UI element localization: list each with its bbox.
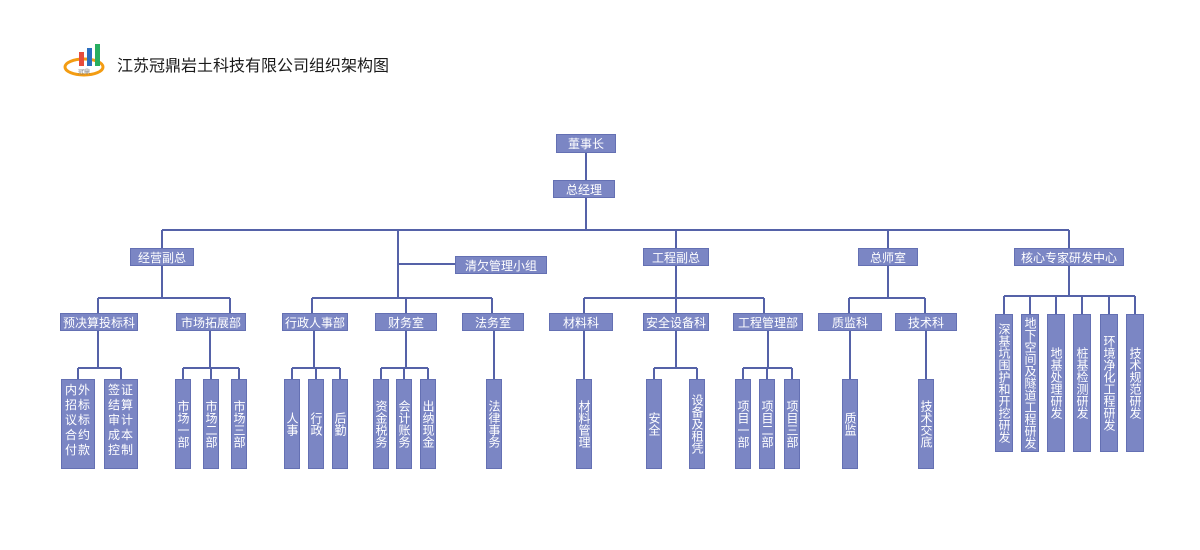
box-engineering-vp: 工程副总 (643, 248, 709, 266)
unit-line: 内外 (64, 383, 91, 397)
box-unit-legal-affairs: 法律事务 (486, 379, 502, 469)
box-materials-dept: 材料科 (549, 313, 613, 331)
company-logo-icon: 冠鼎 (63, 44, 105, 77)
box-market-dev-dept: 市场拓展部 (176, 313, 246, 331)
logo-text: 冠鼎 (78, 69, 90, 76)
box-chief-engineer-office: 总师室 (858, 248, 918, 266)
unit-label: 人事 (285, 412, 299, 436)
unit-line: 付款 (64, 443, 91, 457)
box-unit-market-3: 市场三部 (231, 379, 247, 469)
box-unit-accounting: 会计账务 (396, 379, 412, 469)
box-expert-rd-center: 核心专家研发中心 (1014, 248, 1124, 266)
box-quality-dept: 质监科 (818, 313, 882, 331)
unit-label: 桩基检测研发 (1075, 347, 1089, 419)
box-unit-bidding-contracts: 内外 招标 议标 合约 付款 (61, 379, 95, 469)
unit-label: 项目三部 (785, 400, 799, 448)
unit-label: 资金税务 (374, 400, 388, 448)
unit-label: 地基处理研发 (1049, 347, 1063, 419)
box-unit-settlement-cost: 签证 结算 审计 成本 控制 (104, 379, 138, 469)
box-unit-market-2: 市场二部 (203, 379, 219, 469)
unit-label: 出纳现金 (421, 400, 435, 448)
box-engineering-mgmt-dept: 工程管理部 (733, 313, 803, 331)
unit-label: 深基坑围护和开挖研发 (997, 323, 1011, 443)
unit-line: 控制 (107, 443, 134, 457)
box-unit-cashier: 出纳现金 (420, 379, 436, 469)
unit-label: 后勤 (333, 412, 347, 436)
unit-line: 审计 (107, 413, 134, 427)
unit-label: 市场一部 (176, 400, 190, 448)
box-business-vp: 经营副总 (130, 248, 194, 266)
unit-label: 项目一部 (736, 400, 750, 448)
box-rd-pile-testing: 桩基检测研发 (1073, 314, 1091, 452)
unit-label: 安全 (647, 412, 661, 436)
box-finance-office: 财务室 (375, 313, 437, 331)
unit-label: 项目二部 (760, 400, 774, 448)
unit-label: 环境净化工程研发 (1102, 335, 1116, 431)
box-unit-market-1: 市场一部 (175, 379, 191, 469)
unit-label: 市场三部 (232, 400, 246, 448)
box-unit-material-mgmt: 材料管理 (576, 379, 592, 469)
box-unit-logistics: 后勤 (332, 379, 348, 469)
box-rd-underground-tunnel: 地下空间及隧道工程研发 (1021, 314, 1039, 452)
box-technical-dept: 技术科 (895, 313, 957, 331)
box-general-manager: 总经理 (553, 180, 615, 198)
unit-label: 材料管理 (577, 400, 591, 448)
box-legal-office: 法务室 (462, 313, 524, 331)
unit-label: 技术规范研发 (1128, 347, 1142, 419)
unit-label: 会计账务 (397, 400, 411, 448)
box-unit-personnel: 人事 (284, 379, 300, 469)
unit-label: 质监 (843, 412, 857, 436)
box-unit-project-3: 项目三部 (784, 379, 800, 469)
box-unit-equipment-rental: 设备及租凭 (689, 379, 705, 469)
unit-line: 招标 (64, 398, 91, 412)
box-debt-collection-group: 清欠管理小组 (455, 256, 547, 274)
box-unit-tech-briefing: 技术交底 (918, 379, 934, 469)
box-unit-funds-tax: 资金税务 (373, 379, 389, 469)
unit-label: 地下空间及隧道工程研发 (1023, 317, 1037, 449)
box-budget-bidding-dept: 预决算投标科 (60, 313, 138, 331)
box-unit-safety: 安全 (646, 379, 662, 469)
unit-line: 签证 (107, 383, 134, 397)
box-rd-environmental-purification: 环境净化工程研发 (1100, 314, 1118, 452)
unit-line: 成本 (107, 428, 134, 442)
unit-line: 结算 (107, 398, 134, 412)
chart-title: 江苏冠鼎岩土科技有限公司组织架构图 (117, 56, 390, 75)
unit-line: 议标 (64, 413, 91, 427)
box-rd-ground-treatment: 地基处理研发 (1047, 314, 1065, 452)
unit-label: 市场二部 (204, 400, 218, 448)
box-rd-deep-foundation-pit: 深基坑围护和开挖研发 (995, 314, 1013, 452)
box-chairman: 董事长 (556, 134, 616, 153)
unit-label: 行政 (309, 412, 323, 436)
box-unit-quality-supervision: 质监 (842, 379, 858, 469)
box-unit-project-2: 项目二部 (759, 379, 775, 469)
unit-line: 合约 (64, 428, 91, 442)
box-unit-project-1: 项目一部 (735, 379, 751, 469)
unit-label: 法律事务 (487, 400, 501, 448)
box-unit-administration: 行政 (308, 379, 324, 469)
box-safety-equipment-dept: 安全设备科 (643, 313, 709, 331)
box-rd-technical-standards: 技术规范研发 (1126, 314, 1144, 452)
box-admin-hr-dept: 行政人事部 (282, 313, 348, 331)
unit-label: 技术交底 (919, 400, 933, 448)
unit-label: 设备及租凭 (690, 394, 704, 454)
